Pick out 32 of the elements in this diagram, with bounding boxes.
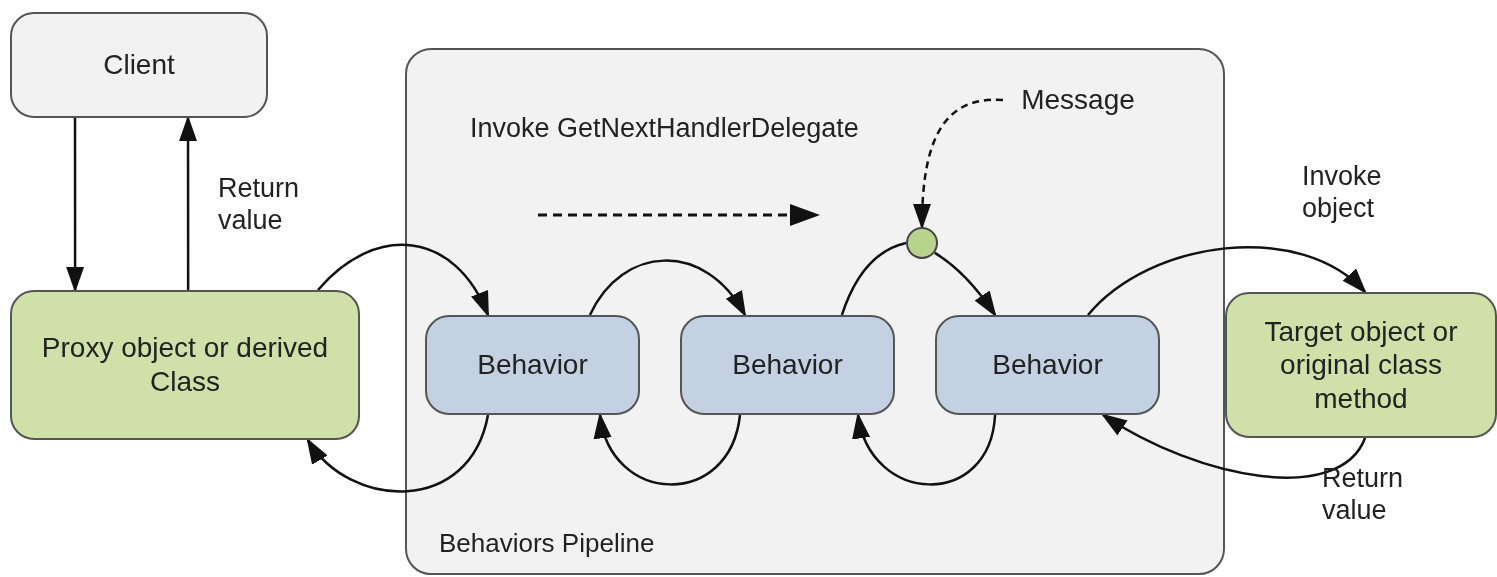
client-box <box>10 12 268 118</box>
behavior-box <box>680 315 895 415</box>
process-box <box>1225 292 1497 438</box>
node-label: Proxy object or derived Class <box>40 331 330 399</box>
process-box <box>10 290 360 440</box>
pipeline-container <box>405 48 1225 575</box>
edge-label: Invoke object <box>1302 160 1383 225</box>
node-label: Behavior <box>476 348 589 382</box>
behavior-box <box>935 315 1160 415</box>
connector-line <box>840 241 907 316</box>
arrow <box>1087 246 1367 316</box>
arrow <box>178 115 198 290</box>
arrow <box>1100 413 1367 479</box>
arrow <box>934 251 997 318</box>
node-label: Message <box>1020 83 1136 117</box>
arrow <box>66 118 85 293</box>
node-label: Behavior <box>731 348 844 382</box>
junction-circle <box>906 227 938 259</box>
edge-label: Return value <box>218 172 301 237</box>
edge-label: Return value <box>1322 462 1405 527</box>
container-heading: Behaviors Pipeline <box>439 527 655 559</box>
node-label: Target object or original class method <box>1263 314 1459 416</box>
node-label: Behavior <box>991 348 1104 382</box>
arrow <box>854 412 997 486</box>
arrow <box>596 412 742 486</box>
behavior-box <box>425 315 640 415</box>
node-label: Client <box>102 48 176 82</box>
annotation-text: Invoke GetNextHandlerDelegate <box>470 112 860 145</box>
arrow <box>306 414 490 493</box>
arrow <box>913 98 1003 230</box>
arrow <box>317 243 490 318</box>
arrow <box>588 259 747 318</box>
